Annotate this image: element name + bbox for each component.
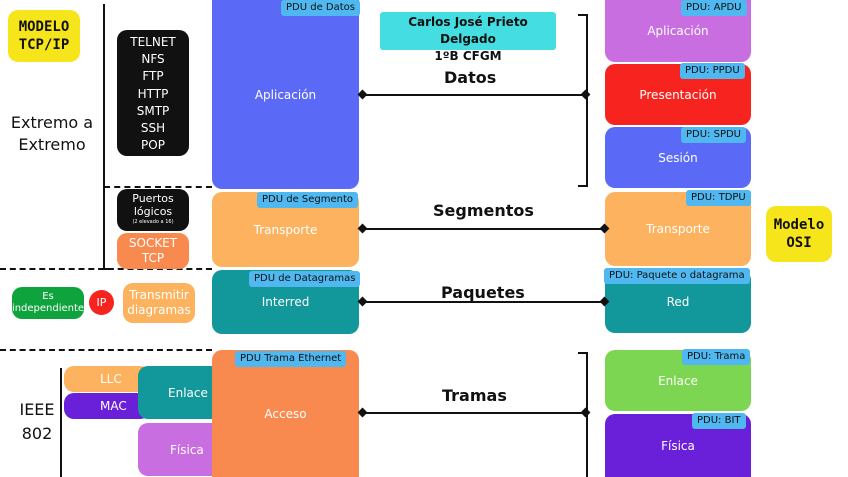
osi-bracket-upper-top xyxy=(578,14,588,16)
osi-enlace-pdu: PDU: Trama xyxy=(682,349,751,365)
puertos-title: Puertos lógicos xyxy=(132,192,174,218)
extremo-label: Extremo a Extremo xyxy=(10,113,94,154)
segmentos-line xyxy=(362,228,605,230)
puertos-note: (2 elevado a 16) xyxy=(132,219,174,225)
paquetes-line-left-dot xyxy=(357,296,368,307)
tcp-aplicacion-box: Aplicación xyxy=(212,0,359,189)
mac-box: MAC xyxy=(64,393,150,419)
tramas-label: Tramas xyxy=(442,386,507,405)
bracket-ieee xyxy=(60,368,62,477)
protocol-smtp: SMTP xyxy=(136,103,170,118)
osi-sesion-pdu: PDU: SPDU xyxy=(681,127,746,143)
bracket-extremo xyxy=(103,4,105,270)
author-class: 1ºB CFGM xyxy=(434,49,502,63)
protocol-ssh: SSH xyxy=(140,121,166,136)
datos-line-left-dot xyxy=(357,89,368,100)
protocol-ftp: FTP xyxy=(142,69,164,84)
tcp-transporte-pdu: PDU de Segmento xyxy=(257,192,359,208)
tramas-line-right-dot xyxy=(580,407,591,418)
protocol-telnet: TELNET xyxy=(130,35,176,49)
tcpip-badge: MODELO TCP/IP xyxy=(8,10,80,62)
osi-bracket-upper xyxy=(586,14,588,186)
protocol-pop: POP xyxy=(141,138,165,153)
osi-aplicacion-pdu: PDU: APDU xyxy=(681,0,747,16)
tcp-acceso-pdu: PDU Trama Ethernet xyxy=(235,351,347,367)
enlace-left-box: Enlace xyxy=(138,366,224,419)
separator-access xyxy=(0,349,212,351)
osi-badge: Modelo OSI xyxy=(766,206,832,262)
protocol-http: HTTP xyxy=(137,86,169,101)
osi-presentacion-pdu: PDU: PPDU xyxy=(680,63,745,79)
transmitir-box: Transmitir diagramas xyxy=(123,283,195,323)
author-box: Carlos José Prieto Delgado 1ºB CFGM xyxy=(380,12,556,63)
osi-bracket-lower-top xyxy=(578,352,588,354)
tramas-line xyxy=(362,412,586,414)
osi-transporte-pdu: PDU: TDPU xyxy=(686,190,751,206)
puertos-box: Puertos lógicos (2 elevado a 16) xyxy=(117,189,189,231)
independiente-box: Es independiente xyxy=(12,287,84,319)
socket-box: SOCKET TCP xyxy=(117,233,189,269)
protocol-nfs: NFS xyxy=(141,52,165,67)
datos-line xyxy=(362,94,586,96)
segmentos-label: Segmentos xyxy=(433,201,534,220)
segmentos-line-left-dot xyxy=(357,223,368,234)
author-name: Carlos José Prieto Delgado xyxy=(408,15,528,46)
llc-box: LLC xyxy=(64,366,150,392)
ip-circle: IP xyxy=(89,290,114,315)
protocols-box: TELNET NFS FTP HTTP SMTP SSH POP xyxy=(117,30,189,156)
tcp-interred-pdu: PDU de Datagramas xyxy=(249,271,361,287)
tcp-aplicacion-pdu: PDU de Datos xyxy=(281,0,360,16)
osi-bracket-upper-bottom xyxy=(578,185,588,187)
datos-label: Datos xyxy=(444,68,497,87)
ieee-label: IEEE 802 xyxy=(19,400,55,443)
separator-internet xyxy=(0,268,212,270)
osi-fisica-pdu: PDU: BIT xyxy=(692,413,746,429)
tcp-acceso-box: Acceso xyxy=(212,350,359,477)
paquetes-line xyxy=(362,301,605,303)
tramas-line-left-dot xyxy=(357,407,368,418)
paquetes-label: Paquetes xyxy=(441,283,525,302)
separator-transport xyxy=(104,186,212,188)
osi-red-pdu: PDU: Paquete o datagrama xyxy=(604,268,750,284)
fisica-left-box: Física xyxy=(138,423,224,476)
datos-line-right-dot xyxy=(580,89,591,100)
